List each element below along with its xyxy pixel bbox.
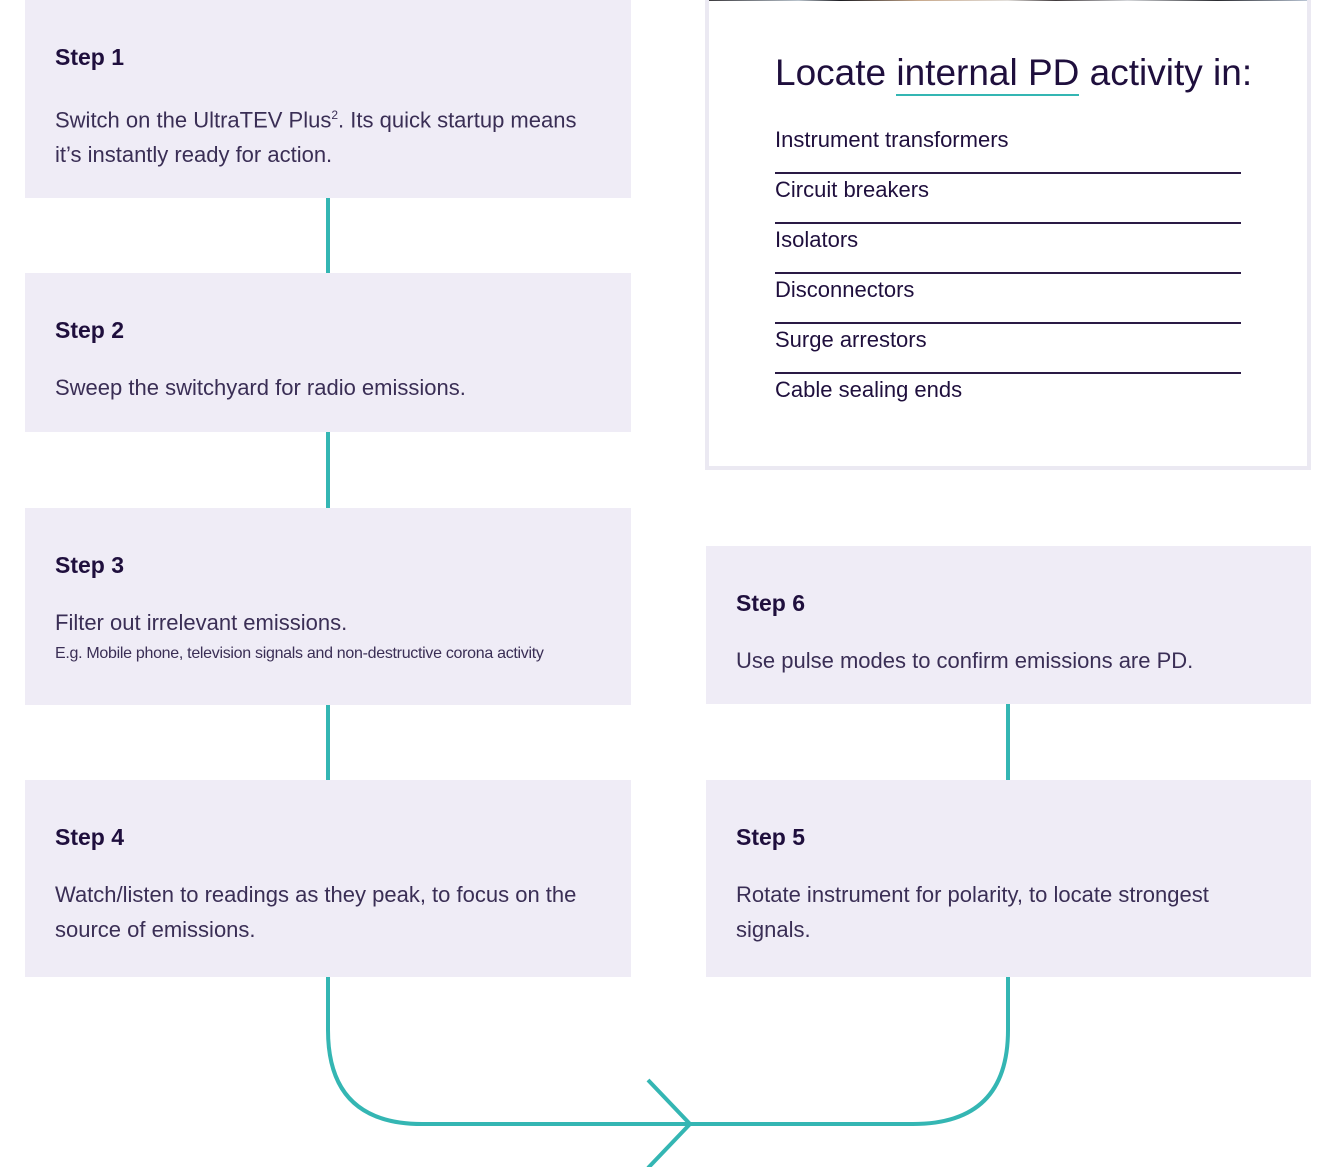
locate-panel: Locate internal PD activity in: Instrume… (705, 0, 1311, 470)
arrow-right-icon (646, 1078, 693, 1167)
step-3-title: Step 3 (55, 552, 125, 578)
locate-list-item: Cable sealing ends (775, 377, 963, 402)
locate-list-item: Surge arrestors (775, 325, 1241, 374)
locate-list: Instrument transformers Circuit breakers… (775, 125, 1241, 425)
step-2-card: Step 2 Sweep the switchyard for radio em… (25, 273, 631, 432)
step-2-text: Sweep the switchyard for radio emissions… (55, 375, 466, 400)
connector-5-6 (1006, 704, 1010, 780)
step-3-text: Filter out irrelevant emissions. (55, 610, 348, 635)
step-6-title: Step 6 (736, 590, 806, 616)
step-1-card: Step 1 Switch on the UltraTEV Plus2. Its… (25, 0, 631, 198)
step-1-text-main: Switch on the UltraTEV Plus (55, 107, 332, 133)
connector-1-2 (326, 198, 330, 273)
step-1-title: Step 1 (55, 44, 125, 70)
step-1-text: Switch on the UltraTEV Plus2. Its quick … (55, 98, 607, 172)
locate-list-item: Circuit breakers (775, 175, 1241, 224)
step-4-title: Step 4 (55, 824, 125, 850)
step-1-text-rest: . Its quick startup means it’s instantly… (55, 107, 577, 168)
photo-strip (709, 0, 1307, 1)
step-5-title: Step 5 (736, 824, 806, 850)
locate-heading-pre: Locate (775, 52, 897, 93)
step-4-card: Step 4 Watch/listen to readings as they … (25, 780, 631, 977)
connector-3-4 (326, 705, 330, 780)
step-1-footnote-ref: 2 (331, 108, 339, 122)
step-4-text: Watch/listen to readings as they peak, t… (55, 882, 577, 942)
locate-list-item: Disconnectors (775, 275, 1241, 324)
step-6-card: Step 6 Use pulse modes to confirm emissi… (706, 546, 1311, 704)
step-6-text: Use pulse modes to confirm emissions are… (736, 648, 1194, 673)
locate-heading-highlight: internal PD (896, 52, 1080, 96)
connector-4-5-curve (326, 977, 1010, 1126)
step-2-title: Step 2 (55, 317, 125, 343)
connector-2-3 (326, 432, 330, 508)
step-5-text: Rotate instrument for polarity, to locat… (736, 882, 1209, 942)
locate-heading: Locate internal PD activity in: (775, 52, 1253, 96)
locate-heading-post: activity in: (1079, 52, 1253, 93)
step-3-note: E.g. Mobile phone, television signals an… (55, 645, 544, 662)
locate-list-item: Isolators (775, 225, 1241, 274)
step-5-card: Step 5 Rotate instrument for polarity, t… (706, 780, 1311, 977)
step-3-card: Step 3 Filter out irrelevant emissions. … (25, 508, 631, 705)
locate-list-item: Instrument transformers (775, 125, 1241, 174)
